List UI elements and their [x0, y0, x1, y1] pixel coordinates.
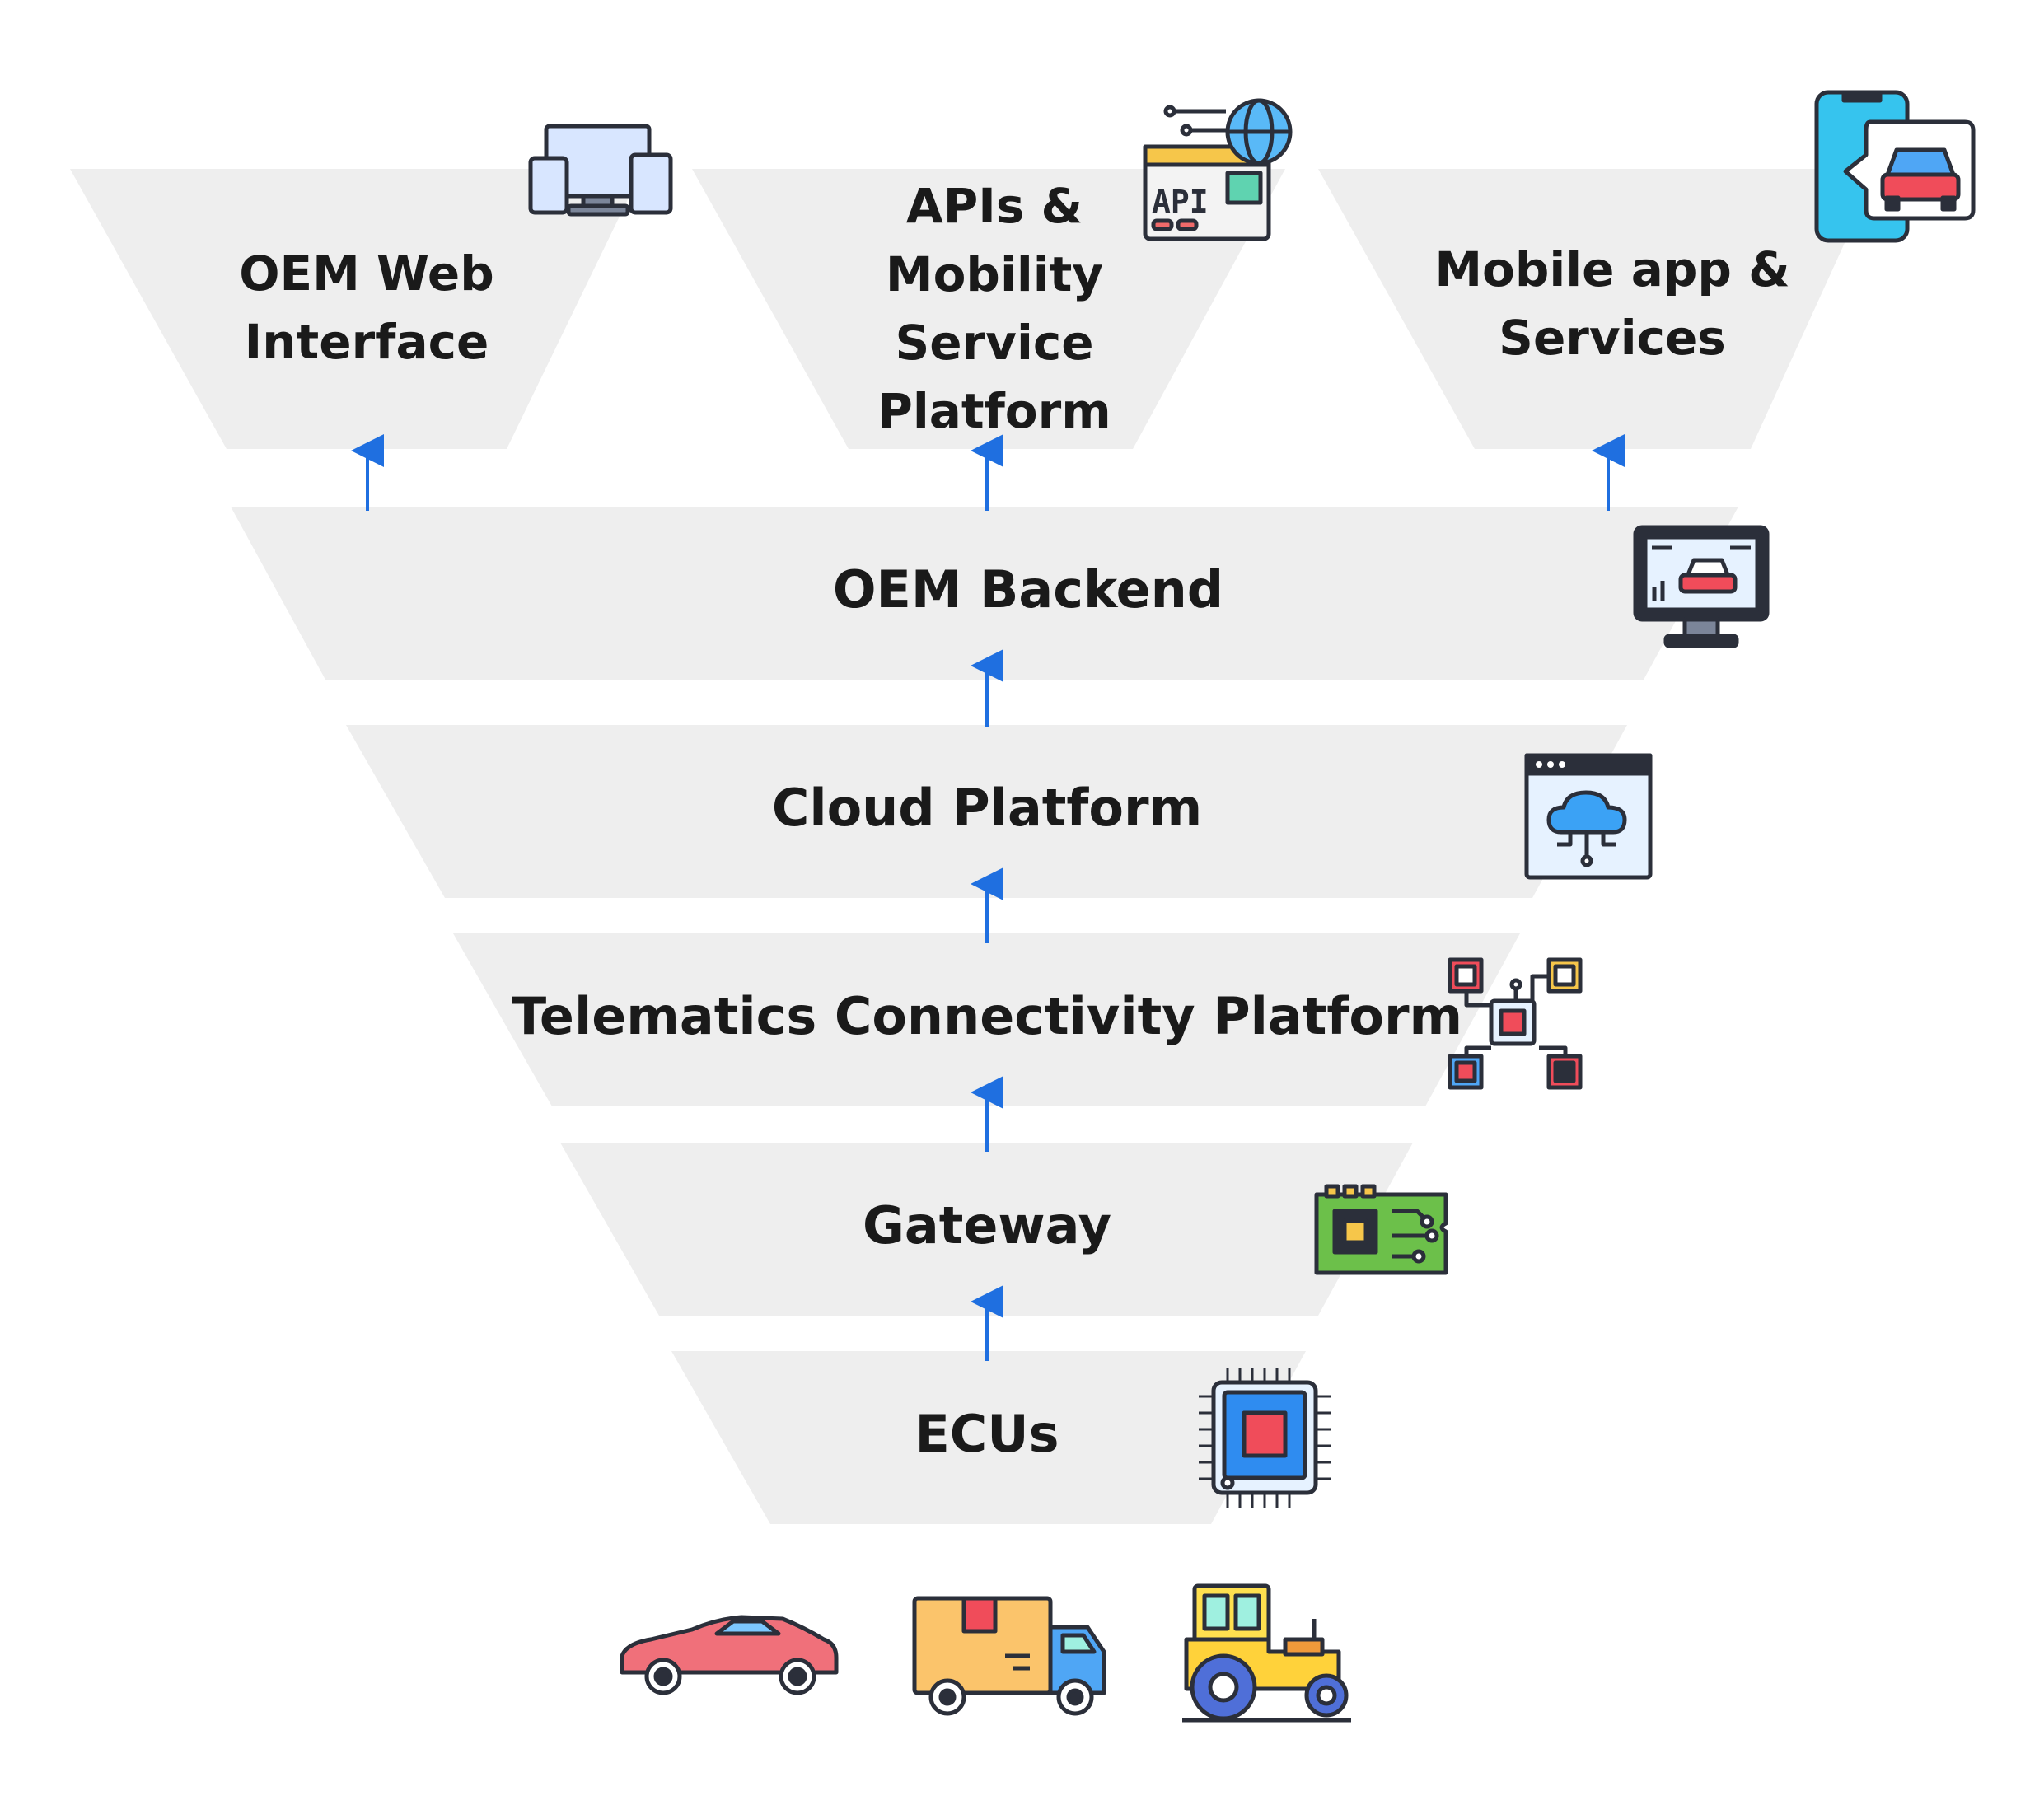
top-box-oem-web-interface: OEM Web Interface — [70, 169, 643, 449]
flow-arrows — [351, 434, 1625, 1361]
top-box-label-line: Service — [895, 315, 1093, 371]
delivery-truck-icon — [912, 1596, 1106, 1716]
top-box-label-line: Mobile app & — [1434, 241, 1789, 297]
circuit-board-icon — [1314, 1184, 1448, 1275]
layer-label: ECUs — [914, 1404, 1059, 1464]
monitor-car-icon — [1633, 525, 1770, 648]
top-box-label-line: APIs & — [906, 178, 1083, 234]
layer-ecus: ECUs — [671, 1351, 1306, 1524]
layer-label: Telematics Connectivity Platform — [512, 986, 1462, 1046]
top-box-apis-mobility: APIs & Mobility Service Platform — [692, 169, 1285, 449]
layer-label: OEM Backend — [833, 559, 1223, 620]
svg-text:API: API — [1152, 184, 1209, 220]
layer-label: Cloud Platform — [772, 778, 1202, 838]
top-box-label-line: Interface — [245, 314, 489, 370]
top-box-label-line: Platform — [877, 383, 1111, 439]
layer-gateway: Gateway — [560, 1143, 1413, 1316]
top-box-label-line: Services — [1499, 310, 1726, 366]
top-box-mobile-app: Mobile app & Services — [1318, 169, 1878, 449]
top-box-label-line: Mobility — [886, 246, 1103, 302]
mobile-car-icon — [1814, 90, 1976, 243]
layer-cloud-platform: Cloud Platform — [346, 725, 1627, 898]
network-nodes-icon — [1448, 957, 1583, 1090]
layer-telematics: Telematics Connectivity Platform — [453, 933, 1520, 1106]
top-box-label-line: OEM Web — [239, 245, 494, 302]
cloud-window-icon — [1524, 753, 1653, 880]
layer-oem-backend: OEM Backend — [231, 507, 1738, 680]
layer-label: Gateway — [863, 1195, 1111, 1256]
devices-icon — [528, 124, 673, 217]
sports-car-icon — [620, 1615, 839, 1695]
tractor-icon — [1182, 1583, 1351, 1723]
microchip-icon — [1199, 1368, 1331, 1508]
api-globe-icon: API — [1143, 98, 1293, 241]
